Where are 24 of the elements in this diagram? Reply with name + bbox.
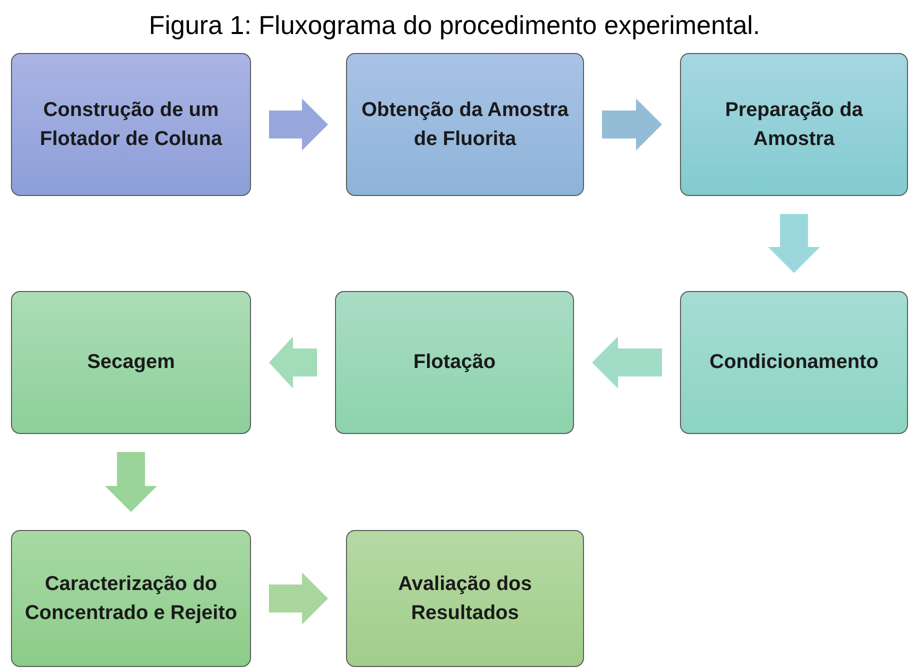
figure-title: Figura 1: Fluxograma do procedimento experimental. <box>148 10 762 41</box>
block-arrow <box>105 452 157 512</box>
process-box <box>680 291 908 434</box>
block-arrow <box>269 572 328 624</box>
block-arrow <box>269 336 317 388</box>
block-arrow <box>269 98 328 150</box>
block-arrow <box>602 98 662 150</box>
block-arrow <box>592 336 662 388</box>
box-label: Flotação <box>412 350 497 375</box>
box-label: Secagem <box>86 350 176 375</box>
box-label: Caracterização do Concentrado e Rejeito <box>24 572 238 626</box>
box-label: Preparação da Amostra <box>724 98 864 152</box>
process-box <box>680 53 908 196</box>
block-arrow <box>768 214 820 273</box>
process-box <box>346 530 584 667</box>
process-box <box>11 291 251 434</box>
box-label: Obtenção da Amostra de Fluorita <box>360 98 570 152</box>
process-box <box>346 53 584 196</box>
box-label: Construção de um Flotador de Coluna <box>38 98 224 152</box>
process-box <box>335 291 574 434</box>
box-label: Condicionamento <box>708 350 880 375</box>
process-box <box>11 530 251 667</box>
process-box <box>11 53 251 196</box>
box-label: Avaliação dos Resultados <box>397 572 533 626</box>
